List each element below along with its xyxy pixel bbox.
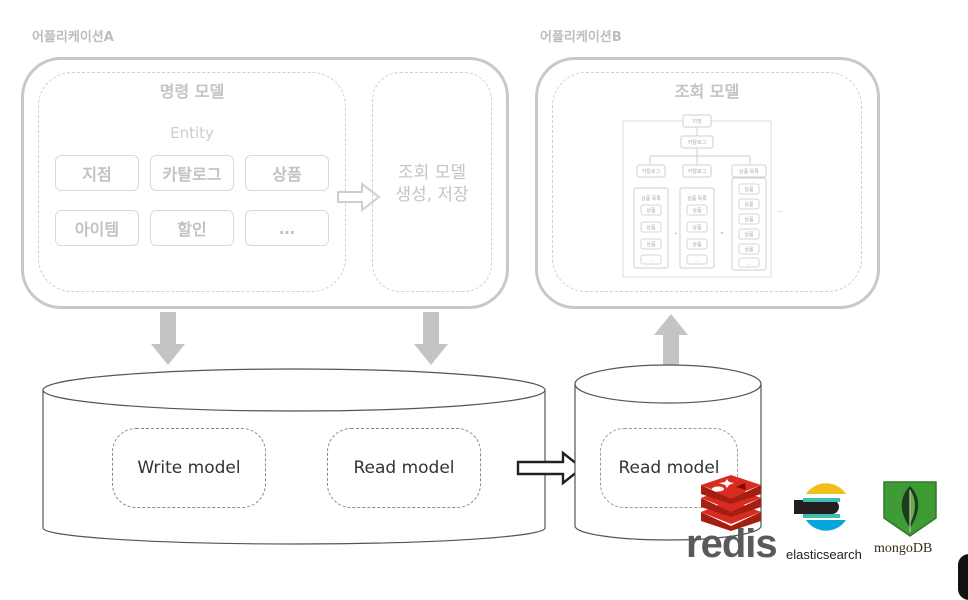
read-model-box-b: Read model [600,428,738,508]
query-model-panel [552,72,862,292]
write-model-box: Write model [112,428,266,508]
tree-more-1: … [649,258,654,264]
sync-arrow-icon [516,450,584,486]
tree-item-2a: 상품 [692,207,702,214]
mongodb-logo-icon [883,481,937,537]
tree-trailing-dash: — [778,209,783,215]
tree-more-2: … [695,258,700,264]
tree-child-label-2: 카탈로그 [688,168,707,175]
query-gen-line1: 조회 모델 [398,163,466,183]
app-b-title: 어플리케이션B [540,30,622,45]
arrow-down-icon-read [414,312,448,365]
tree-child-node-2 [682,164,712,178]
app-a-title: 어플리케이션A [32,30,114,45]
read-model-box-a: Read model [327,428,481,508]
query-gen-line2: 생성, 저장 [395,185,469,205]
tree-list-label-1: 상품 목록 [641,195,661,202]
tree-item-3b: 상품 [744,201,754,208]
entity-chip-more: … [245,210,329,246]
tree-plus-sign: + [675,231,678,237]
tree-list-node-3 [731,164,767,178]
tree-item-1b: 상품 [646,224,656,231]
entity-label: Entity [170,124,214,142]
tree-list-label-3a: 상품 목록 [739,168,759,175]
tree-list-label-2: 상품 목록 [687,195,707,202]
entity-chip-catalog: 카탈로그 [150,155,234,191]
arrow-down-icon-write [151,312,185,365]
corner-shape [958,554,968,600]
elasticsearch-logo-icon [794,483,846,531]
tree-equals-sign: = [721,231,724,237]
arrow-up-icon [654,314,688,368]
redis-logo-icon [701,475,761,531]
tree-item-3c: 상품 [744,216,754,223]
query-model-tree-diagram: 지점 카탈로그 카탈로그 상품 목록 상품 상품 상품 … + 카탈로그 상품 … [622,114,783,278]
tree-item-3d: 상품 [744,231,754,238]
entity-chip-branch: 지점 [55,155,139,191]
tree-more-3: … [747,261,752,267]
command-model-title: 명령 모델 [159,82,225,101]
tree-item-1a: 상품 [646,207,656,214]
mongodb-wordmark: mongoDB [874,541,933,556]
elasticsearch-wordmark: elasticsearch [786,547,862,562]
tree-child-node-1 [636,164,666,178]
entity-chip-product: 상품 [245,155,329,191]
tree-item-3e: 상품 [744,246,754,253]
command-model-panel [38,72,346,292]
redis-wordmark: redis [686,522,778,566]
query-gen-panel [372,72,492,292]
tree-item-2c: 상품 [692,241,702,248]
tree-item-1c: 상품 [646,241,656,248]
tree-catalog-label: 카탈로그 [688,139,707,146]
entity-chip-item: 아이템 [55,210,139,246]
tree-item-3a: 상품 [744,186,754,193]
tree-item-2b: 상품 [692,224,702,231]
tree-root-label: 지점 [692,118,701,125]
entity-chip-discount: 할인 [150,210,234,246]
tree-child-label-1: 카탈로그 [642,168,661,175]
query-model-title: 조회 모델 [674,82,740,101]
arrow-right-icon [337,181,381,213]
